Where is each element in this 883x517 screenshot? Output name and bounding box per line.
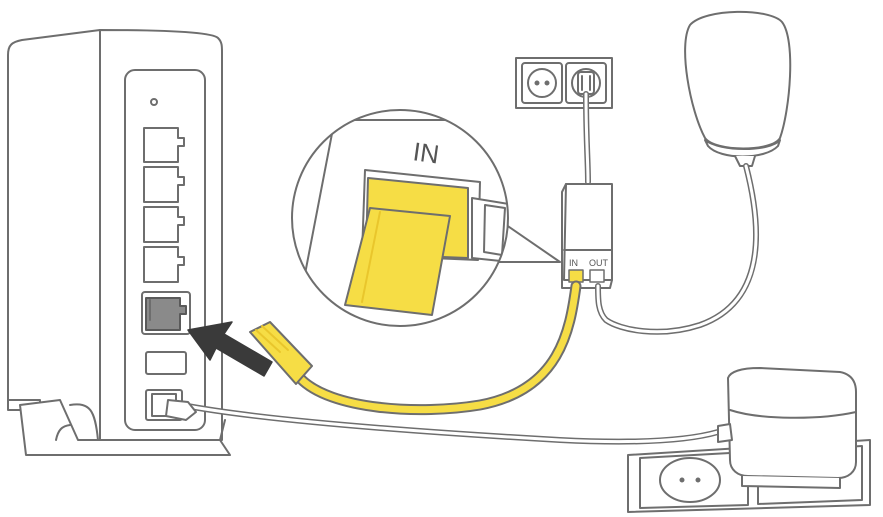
router-device xyxy=(8,30,230,455)
injector-out-label: OUT xyxy=(589,258,609,268)
injector-out-port xyxy=(590,270,604,282)
injector-in-label: IN xyxy=(569,258,578,268)
outdoor-unit xyxy=(685,12,790,166)
wall-socket-top xyxy=(516,58,612,108)
wan-port xyxy=(142,292,190,334)
poe-injector: IN OUT xyxy=(562,184,612,288)
injector-in-port xyxy=(569,270,583,282)
zoom-callout: IN xyxy=(290,108,560,338)
zoom-label: IN xyxy=(411,136,441,169)
power-adapter xyxy=(718,368,856,488)
rj45-plug xyxy=(250,322,312,384)
